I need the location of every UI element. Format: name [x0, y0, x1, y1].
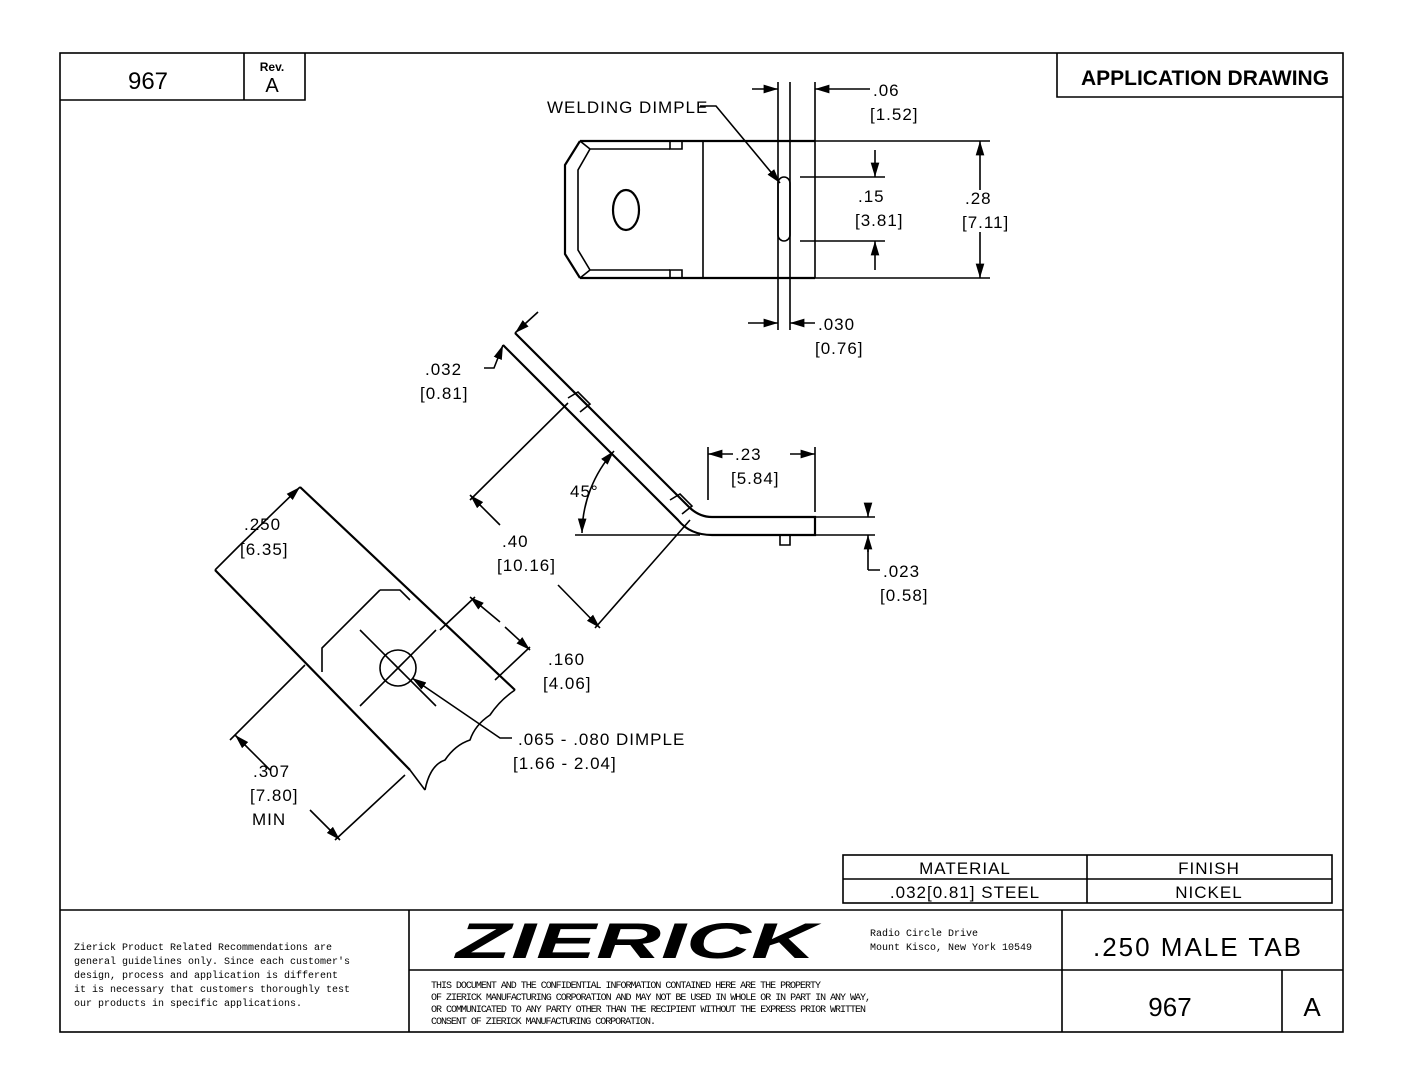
- dim-28: .28: [965, 189, 992, 208]
- disclaimer-line: general guidelines only. Since each cust…: [74, 956, 350, 968]
- dimple-dim: .065 - .080 DIMPLE: [518, 730, 685, 749]
- rev-value: A: [265, 75, 279, 97]
- zierick-logo: ZIERICK: [452, 913, 823, 969]
- angle-45: 45°: [570, 482, 599, 501]
- dim-40: .40: [502, 532, 529, 551]
- notice-line: CONSENT OF ZIERICK MANUFACTURING CORPORA…: [431, 1017, 656, 1028]
- dim-06-mm: [1.52]: [870, 105, 919, 124]
- dim-40-mm: [10.16]: [497, 556, 556, 575]
- disclaimer-line: our products in specific applications.: [74, 998, 302, 1010]
- drawing-number: 967: [128, 68, 168, 95]
- disclaimer-line: it is necessary that customers thoroughl…: [74, 984, 350, 996]
- part-number: 967: [1148, 992, 1191, 1022]
- part-rev: A: [1303, 992, 1321, 1022]
- material-header: MATERIAL: [919, 859, 1011, 878]
- dim-06: .06: [873, 81, 900, 100]
- side-view: .032 [0.81] .23 [5.84] 45° .40 [10.16] .…: [420, 311, 929, 629]
- dim-030: .030: [818, 315, 855, 334]
- notice-line: OF ZIERICK MANUFACTURING CORPORATION AND…: [431, 993, 871, 1004]
- title-block: Zierick Product Related Recommendations …: [60, 909, 1343, 1032]
- notice-line: THIS DOCUMENT AND THE CONFIDENTIAL INFOR…: [431, 981, 821, 992]
- dim-15-mm: [3.81]: [855, 211, 904, 230]
- dimple-circle: [379, 649, 417, 687]
- dim-23-mm: [5.84]: [731, 469, 780, 488]
- welding-dimple-slot: [777, 176, 791, 242]
- tab-front-view: .250 [6.35] .160 [4.06] .065 - .080 DIMP…: [214, 486, 685, 841]
- tab-hole: [611, 188, 641, 232]
- dim-23: .23: [735, 445, 762, 464]
- drawing-title: APPLICATION DRAWING: [1081, 67, 1329, 90]
- address-line: Radio Circle Drive: [870, 928, 978, 940]
- drawing-border: [59, 52, 1344, 1033]
- part-name: .250 MALE TAB: [1093, 932, 1303, 962]
- disclaimer: Zierick Product Related Recommendations …: [74, 942, 350, 1010]
- dim-160: .160: [548, 650, 585, 669]
- dimple-dim-mm: [1.66 - 2.04]: [513, 754, 617, 773]
- dim-250-mm: [6.35]: [240, 540, 289, 559]
- rev-label: Rev.: [260, 60, 284, 74]
- top-view: .06 [1.52] WELDING DIMPLE .15 [3.81] .28…: [547, 81, 1009, 358]
- dim-307: .307: [253, 762, 290, 781]
- disclaimer-line: design, process and application is diffe…: [74, 970, 338, 982]
- dim-023: .023: [883, 562, 920, 581]
- confidentiality-notice: THIS DOCUMENT AND THE CONFIDENTIAL INFOR…: [431, 981, 871, 1028]
- notice-line: OR COMMUNICATED TO ANY PARTY OTHER THAN …: [431, 1005, 866, 1016]
- welding-dimple-label: WELDING DIMPLE: [547, 98, 708, 117]
- dim-023-mm: [0.58]: [880, 586, 929, 605]
- finish-value: NICKEL: [1175, 883, 1242, 902]
- header-title-box: APPLICATION DRAWING: [1056, 53, 1343, 98]
- material-value: .032[0.81] STEEL: [890, 883, 1040, 902]
- finish-header: FINISH: [1178, 859, 1240, 878]
- disclaimer-line: Zierick Product Related Recommendations …: [74, 942, 332, 954]
- spec-table: MATERIAL FINISH .032[0.81] STEEL NICKEL: [842, 854, 1333, 904]
- header-number-box: 967 Rev. A: [60, 53, 306, 101]
- dim-250: .250: [244, 515, 281, 534]
- dim-032: .032: [425, 360, 462, 379]
- dim-030-mm: [0.76]: [815, 339, 864, 358]
- dim-28-mm: [7.11]: [962, 213, 1009, 232]
- dim-307-mm: [7.80]: [250, 786, 299, 805]
- address-line: Mount Kisco, New York 10549: [870, 942, 1032, 954]
- dim-160-mm: [4.06]: [543, 674, 592, 693]
- dim-032-mm: [0.81]: [420, 384, 469, 403]
- dim-307-note: MIN: [252, 810, 286, 829]
- dim-15: .15: [858, 187, 885, 206]
